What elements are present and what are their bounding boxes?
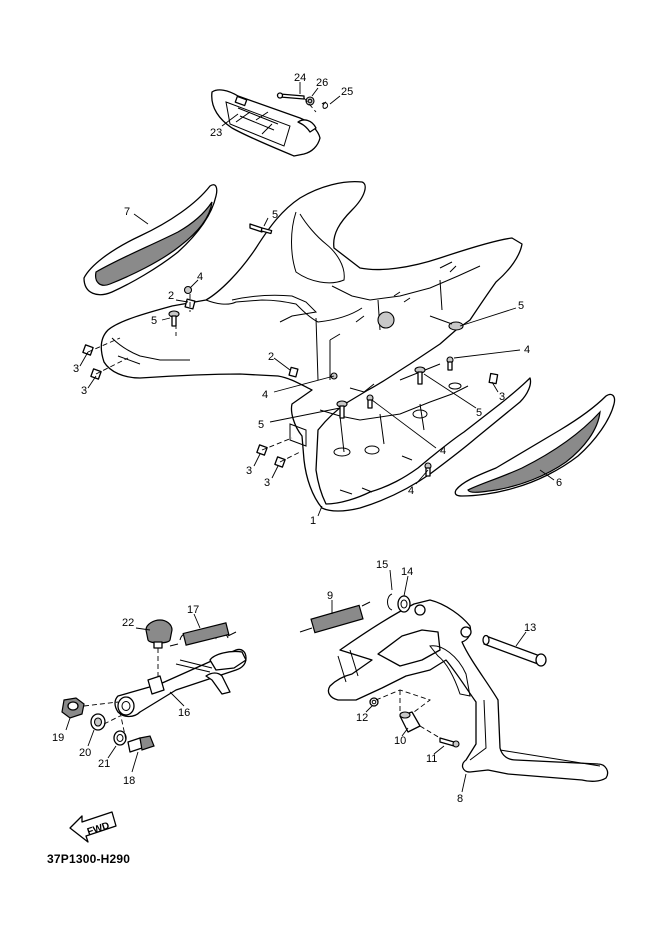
part-10-stopper [399,711,421,733]
part-22-rubber-stop [145,619,173,680]
part-19-nut [61,697,85,719]
callout-7: 7 [124,206,130,218]
callout-6: 6 [556,477,562,489]
callout-2-a: 2 [168,290,174,302]
clip-2-b [288,366,299,378]
callout-19: 19 [52,732,64,744]
part-6-side-trim [454,393,616,497]
leader-lines [65,82,555,793]
callout-1: 1 [310,515,316,527]
part-15-circlip [387,593,393,611]
callout-10: 10 [394,735,406,747]
callout-9: 9 [327,590,333,602]
part-23-footrest [211,89,321,157]
callout-5-a: 5 [272,209,278,221]
part-20-collar [90,713,106,731]
callout-23: 23 [210,127,222,139]
part-18-bolt [127,735,155,753]
bolt-5-b [168,310,180,327]
callout-11: 11 [426,753,437,765]
part-14-washer [397,595,411,613]
callout-26: 26 [316,77,328,89]
part-11-bolt [439,737,460,748]
part-8-center-stand [327,599,609,782]
part-17-spring [169,622,237,647]
callout-20: 20 [79,747,91,759]
callout-4-e: 4 [408,485,414,497]
callout-2-b: 2 [268,351,274,363]
callout-3-c: 3 [499,391,505,403]
callout-12: 12 [356,712,368,724]
callout-18: 18 [123,775,135,787]
callout-8: 8 [457,793,463,805]
callout-3-a: 3 [73,363,79,375]
callout-4-d: 4 [524,344,530,356]
callout-4-b: 4 [262,389,268,401]
part-25-clip [321,101,329,109]
callout-24: 24 [294,72,306,84]
part-24-pin [276,92,305,100]
screw-4-c [366,394,374,409]
part-16-side-stand [114,648,247,718]
bolt-5-a [249,223,273,235]
part-21-washer [113,730,127,746]
bolt-5-c [429,315,464,331]
callout-21: 21 [98,758,110,770]
screw-4-d [446,356,454,371]
callout-15: 15 [376,559,388,571]
callout-22: 22 [122,617,134,629]
callout-3-d: 3 [246,465,252,477]
callout-16: 16 [178,707,190,719]
callout-4-a: 4 [197,271,203,283]
callout-5-e: 5 [476,407,482,419]
callout-5-b: 5 [151,315,157,327]
callout-3-b: 3 [81,385,87,397]
callout-5-d: 5 [258,419,264,431]
callout-13: 13 [524,622,536,634]
screw-4-a [183,285,193,295]
callout-labels: 24 26 25 23 7 5 4 2 5 3 3 2 4 5 5 4 5 3 … [52,72,562,805]
callout-14: 14 [401,566,413,578]
callout-3-e: 3 [264,477,270,489]
part-9-spring [299,601,371,634]
part-1-floor-cover [100,180,532,512]
callout-17: 17 [187,604,199,616]
callout-5-c: 5 [518,300,524,312]
callout-25: 25 [341,86,353,98]
nut-3-c [488,372,499,385]
callout-4-c: 4 [440,445,446,457]
screw-4-e [424,462,432,477]
part-13-shaft [482,634,547,667]
bolt-5-d [336,400,348,419]
fwd-arrow-icon: FWD [69,811,117,843]
part-26-spring [305,96,315,106]
bolt-5-e [414,366,426,385]
diagram-code: 37P1300-H290 [47,852,131,866]
part-7-side-cover [83,184,218,296]
